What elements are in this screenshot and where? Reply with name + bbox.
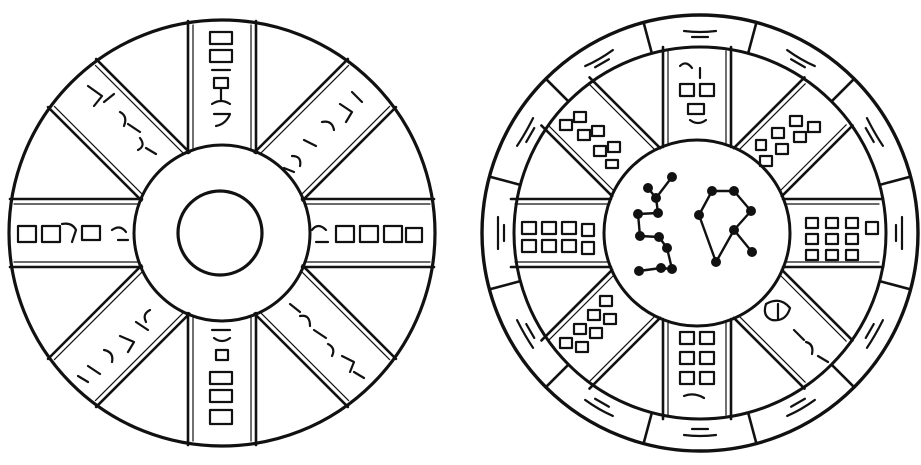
seal-script-glyph [680, 63, 714, 123]
star-dot [746, 206, 756, 216]
spoke-inner-line [95, 313, 183, 401]
spoke-inner-line [740, 317, 805, 382]
star-dot [667, 172, 677, 182]
star-dot [667, 264, 677, 274]
band-divider [832, 365, 855, 388]
seal-script-glyph [78, 310, 150, 382]
spoke-inner-line [54, 272, 142, 360]
star-dot [633, 209, 643, 219]
seal-script-glyph [312, 226, 422, 242]
spoke-edge [96, 59, 189, 152]
spoke-edge [48, 266, 141, 359]
star-dot [707, 186, 717, 196]
star-dot [662, 243, 672, 253]
band-divider [489, 281, 520, 289]
seal-script-glyph [680, 332, 714, 398]
star-dot [729, 225, 739, 235]
spoke-inner-line [781, 125, 846, 190]
seal-script-glyph [560, 296, 616, 352]
seal-script-glyph [787, 50, 815, 67]
star-dot [643, 183, 653, 193]
spoke-inner-line [302, 272, 390, 360]
seal-script-glyph [560, 112, 620, 168]
band-divider [880, 177, 911, 185]
seal-script-glyph [684, 31, 716, 37]
spoke-inner-line [302, 106, 390, 194]
spoke-edge [303, 107, 396, 200]
spoke-edge [255, 314, 348, 407]
star-dot [694, 210, 704, 220]
band-divider [748, 413, 756, 444]
spoke-edge [782, 270, 853, 341]
band-divider [489, 177, 520, 185]
spoke-inner-line [95, 65, 183, 153]
spoke-inner-line [261, 313, 349, 401]
left-inner-ring [178, 191, 262, 275]
star-dot [635, 231, 645, 241]
right-disc [482, 15, 918, 451]
seal-script-glyph [88, 86, 156, 154]
seal-script-glyph [787, 399, 815, 416]
star-dot [729, 186, 739, 196]
left-glyphs [18, 32, 422, 424]
seal-script-glyph [765, 301, 828, 362]
seal-script-glyph [18, 224, 128, 242]
band-divider [832, 79, 855, 102]
star-dot [651, 193, 661, 203]
seal-script-glyph [517, 320, 534, 348]
seal-script-glyph [684, 429, 716, 436]
star-dot [711, 257, 721, 267]
seal-script-glyph [284, 92, 362, 172]
band-divider [546, 365, 569, 388]
spoke-inner-line [589, 84, 654, 149]
seal-script-glyph [210, 32, 232, 126]
spoke-inner-line [54, 106, 142, 194]
spoke-edge [303, 266, 396, 359]
spoke-edge [590, 77, 661, 148]
band-divider [546, 79, 569, 102]
right-glyphs [522, 63, 878, 398]
spoke-edge [48, 107, 141, 200]
seal-script-glyph [866, 118, 883, 146]
band-divider [880, 281, 911, 289]
seal-script-glyph [210, 330, 232, 424]
seal-script-glyph [866, 320, 883, 348]
star-dot [747, 247, 757, 257]
seal-script-glyph [498, 217, 504, 249]
seal-script-glyph [585, 50, 613, 67]
left-outer-rim [9, 20, 435, 446]
left-spokes [10, 21, 434, 445]
left-hub [134, 145, 310, 321]
star-dot [654, 232, 664, 242]
band-divider [644, 22, 652, 53]
band-divider [748, 22, 756, 53]
left-disc [9, 20, 435, 446]
right-asterisms [633, 172, 757, 276]
star-dot [653, 208, 663, 218]
star-dot [656, 263, 666, 273]
band-divider [644, 413, 652, 444]
seal-script-glyph [517, 118, 534, 146]
spoke-edge [782, 126, 853, 197]
seal-script-glyph [806, 218, 878, 260]
seal-script-glyph [896, 217, 902, 249]
seal-script-glyph [522, 222, 594, 254]
right-hub [604, 140, 790, 326]
spoke-edge [255, 59, 348, 152]
star-dot [634, 266, 644, 276]
seal-script-glyph [585, 399, 613, 416]
spoke-edge [734, 318, 805, 389]
